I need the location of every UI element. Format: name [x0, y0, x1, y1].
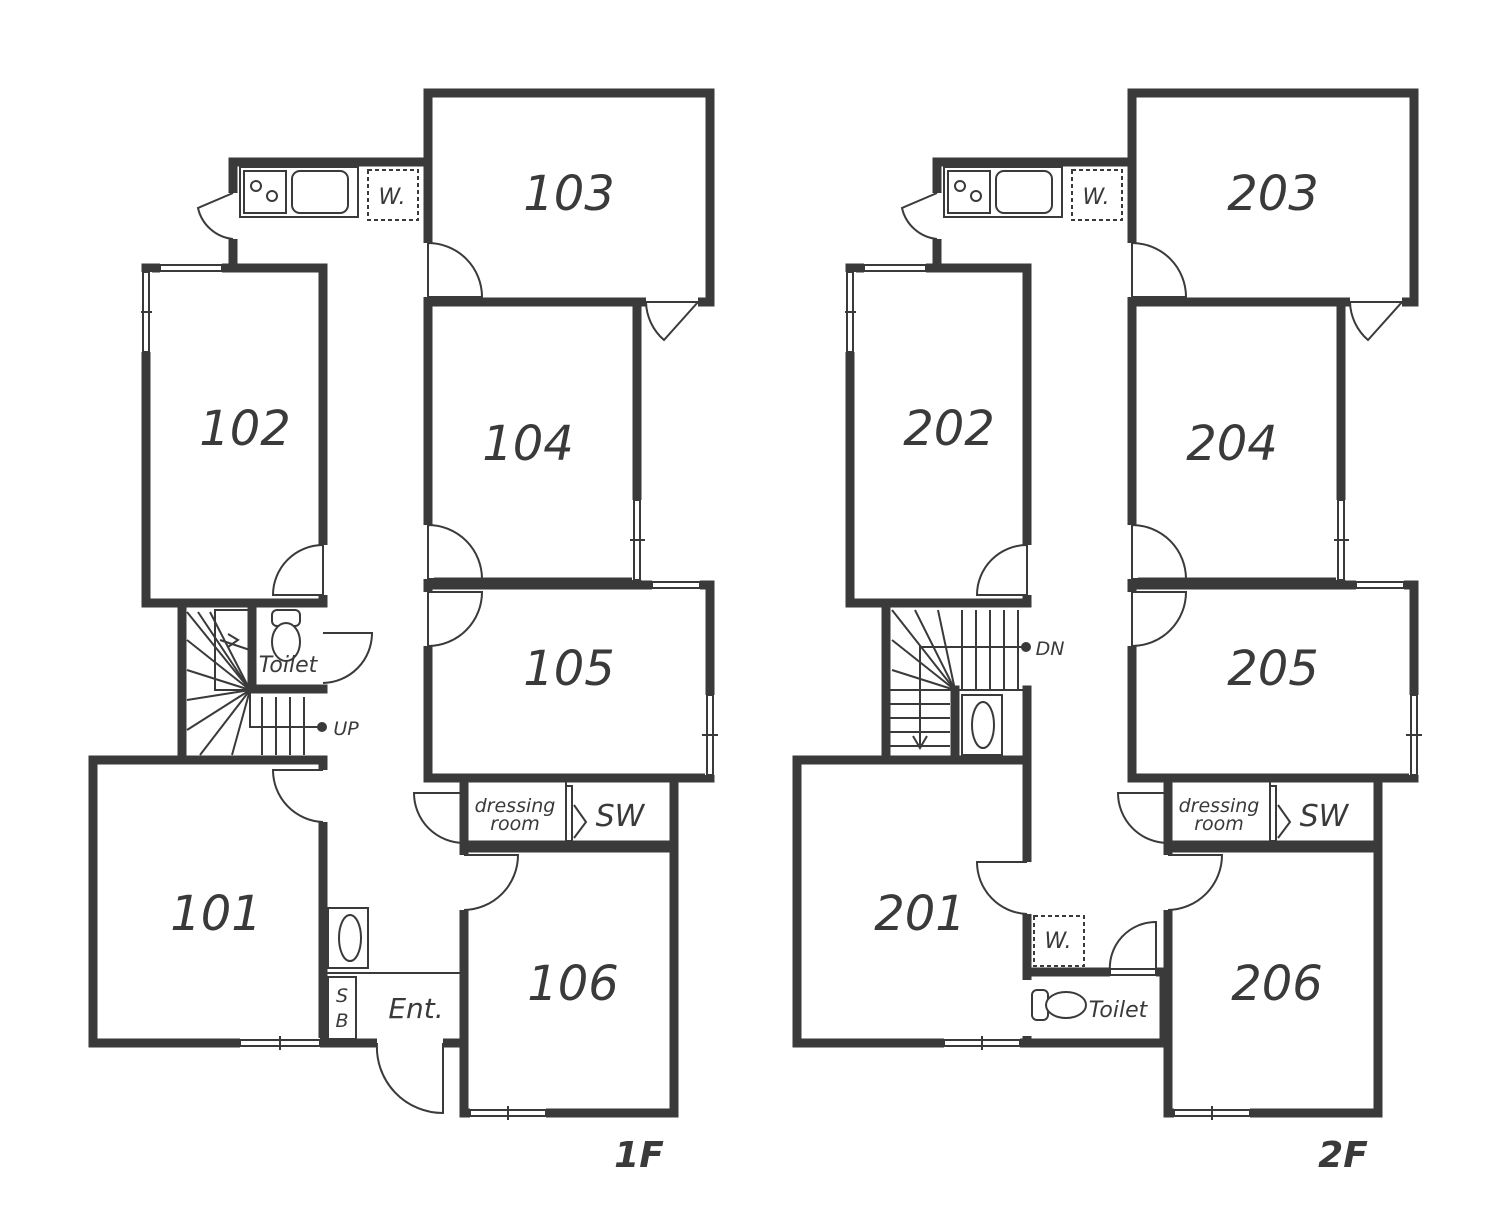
doors-1f — [196, 192, 701, 1115]
room-103-label: 103 — [523, 166, 615, 222]
room-203-label: 203 — [1227, 166, 1319, 222]
room-102-label: 102 — [199, 401, 291, 457]
room-206-label: 206 — [1231, 956, 1323, 1012]
doors-2f — [900, 192, 1405, 973]
washer-label-hall: W. — [1045, 929, 1072, 954]
room-201-label: 201 — [874, 886, 966, 942]
sw-label: SW — [1300, 799, 1350, 834]
stove — [243, 170, 287, 214]
room-101-label: 101 — [170, 886, 262, 942]
room-104-label: 104 — [482, 416, 574, 472]
kitchen-sink — [291, 170, 349, 214]
fixtures-1f: W. Toilet — [186, 166, 646, 1040]
washer-space — [1071, 169, 1123, 221]
floor-1-label: 1F — [614, 1135, 664, 1176]
kitchen-sink — [995, 170, 1053, 214]
floor-2-label: 2F — [1318, 1135, 1368, 1176]
toilet-label: Toilet — [1089, 998, 1149, 1023]
room-204-label: 204 — [1186, 416, 1278, 472]
sw-label: SW — [596, 799, 646, 834]
room-labels-1f: 101 102 103 104 105 106 — [170, 166, 619, 1012]
washer-label-kitchen: W. — [1083, 185, 1110, 210]
room-205-label: 205 — [1227, 641, 1319, 697]
toilet-bowl — [271, 622, 301, 662]
sb-label-line1: S — [336, 985, 348, 1007]
windows-1f — [141, 264, 718, 1120]
room-106-label: 106 — [527, 956, 619, 1012]
fixtures-2f: W. DN — [886, 166, 1350, 1023]
dressing-room-label-line2: room — [1194, 813, 1244, 835]
floor-1: W. Toilet — [88, 88, 718, 1176]
toilet-label: Toilet — [259, 653, 319, 678]
staircase: DN — [886, 609, 1065, 750]
sb-label-line2: B — [335, 1010, 348, 1032]
washer-label: W. — [379, 185, 406, 210]
room-105-label: 105 — [523, 641, 615, 697]
shoe-box — [327, 976, 357, 1040]
dressing-room-label-line1: dressing — [475, 795, 556, 817]
washer-space — [367, 169, 419, 221]
dressing-room-label-line2: room — [490, 813, 540, 835]
dressing-room-label-line1: dressing — [1179, 795, 1260, 817]
stove — [947, 170, 991, 214]
walls-2f — [792, 88, 1419, 1118]
washer-space — [1033, 915, 1085, 967]
staircase: UP — [186, 609, 359, 756]
toilet-bowl — [1045, 991, 1087, 1019]
room-202-label: 202 — [903, 401, 995, 457]
stairs-down-label: DN — [1036, 638, 1065, 660]
entrance-label: Ent. — [388, 992, 443, 1025]
stairs-up-label: UP — [333, 718, 359, 740]
floor-2: W. DN — [792, 88, 1422, 1176]
room-labels-2f: 201 202 203 204 205 206 — [874, 166, 1323, 1012]
